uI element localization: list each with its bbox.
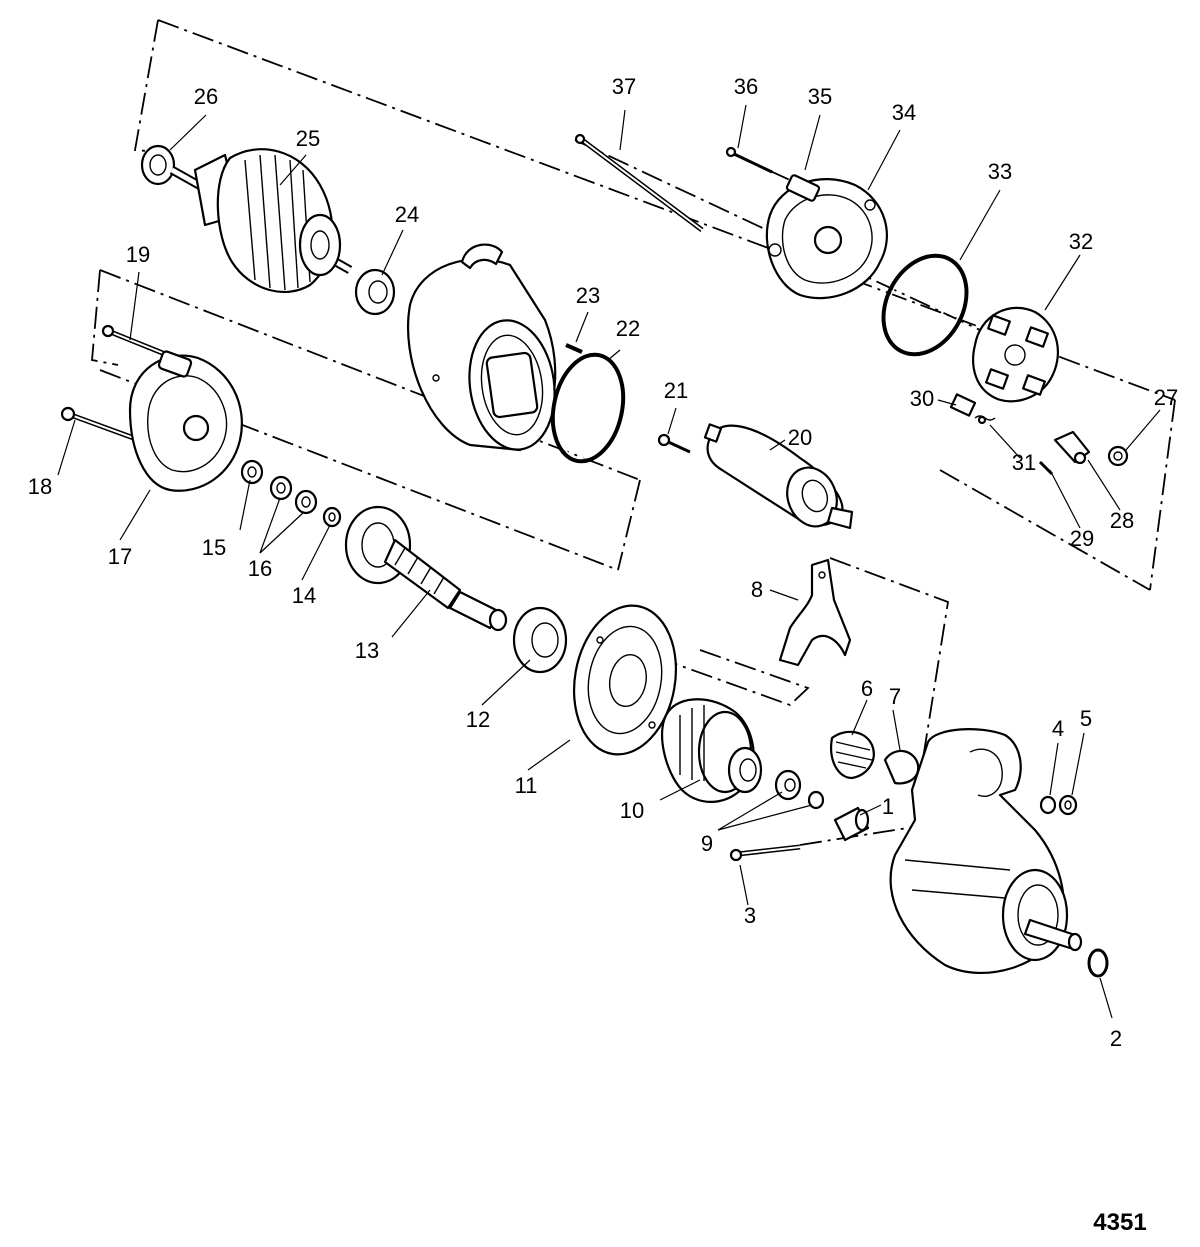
callout-12: 12 [466, 707, 490, 732]
callout-17: 17 [108, 544, 132, 569]
part-rear-bearing [140, 144, 176, 186]
part-retaining-ring [1087, 948, 1109, 978]
part-o-ring-large [881, 253, 969, 357]
callout-34: 34 [892, 100, 916, 125]
figure-reference-number: 4351 [1093, 1209, 1146, 1236]
callout-37: 37 [612, 74, 636, 99]
callout-23: 23 [576, 283, 600, 308]
callout-19: 19 [126, 242, 150, 267]
part-yoke-housing [406, 243, 557, 452]
callout-10: 10 [620, 798, 644, 823]
callout-6: 6 [861, 676, 873, 701]
callout-4: 4 [1052, 716, 1064, 741]
part-spring-cap [883, 749, 920, 785]
part-through-bolt [574, 133, 704, 232]
part-center-plate [572, 604, 678, 756]
callout-24: 24 [395, 202, 419, 227]
callout-22: 22 [616, 316, 640, 341]
part-drive-housing [889, 728, 1083, 974]
callout-27: 27 [1154, 385, 1178, 410]
part-housing-bolt [729, 844, 801, 862]
callout-31: 31 [1012, 450, 1036, 475]
part-washers [240, 459, 342, 528]
part-solenoid-screw [657, 433, 691, 454]
callout-15: 15 [202, 535, 226, 560]
part-rear-end-frame [765, 174, 888, 300]
callout-35: 35 [808, 84, 832, 109]
part-armature [169, 148, 353, 294]
part-o-ring-medium [550, 352, 626, 464]
part-pin [565, 343, 583, 354]
part-front-end-frame [128, 350, 243, 492]
callout-30: 30 [910, 386, 934, 411]
callout-26: 26 [194, 84, 218, 109]
callout-8: 8 [751, 577, 763, 602]
callout-29: 29 [1070, 526, 1094, 551]
callout-16: 16 [248, 556, 272, 581]
part-shift-lever [778, 558, 852, 667]
part-screw-small [725, 146, 773, 174]
callout-33: 33 [988, 159, 1012, 184]
callout-9: 9 [701, 831, 713, 856]
part-nut-washer [1039, 794, 1078, 816]
part-front-bearing [354, 268, 396, 316]
part-pinion-shaft [344, 505, 508, 632]
callout-1: 1 [882, 794, 894, 819]
callout-7: 7 [889, 684, 901, 709]
leader-lines [57, 104, 1161, 1019]
callout-13: 13 [355, 638, 379, 663]
callout-2: 2 [1110, 1026, 1122, 1051]
callout-11: 11 [515, 773, 538, 798]
callout-25: 25 [296, 126, 320, 151]
part-solenoid [703, 423, 854, 530]
part-return-spring [830, 730, 875, 780]
part-shaft-bearing [512, 606, 568, 674]
callout-5: 5 [1080, 706, 1092, 731]
part-sleeve [833, 806, 870, 842]
callout-36: 36 [734, 74, 758, 99]
callout-28: 28 [1110, 508, 1134, 533]
callout-32: 32 [1069, 229, 1093, 254]
part-overrunning-clutch [660, 698, 763, 804]
part-brush-holder [972, 306, 1059, 403]
callout-3: 3 [744, 903, 756, 928]
part-stop-collar [774, 769, 825, 810]
callout-18: 18 [28, 474, 52, 499]
callout-20: 20 [788, 425, 812, 450]
callout-14: 14 [292, 583, 316, 608]
part-terminal-hardware [1038, 430, 1129, 476]
callout-21: 21 [664, 378, 688, 403]
part-brush-spring [949, 393, 996, 425]
